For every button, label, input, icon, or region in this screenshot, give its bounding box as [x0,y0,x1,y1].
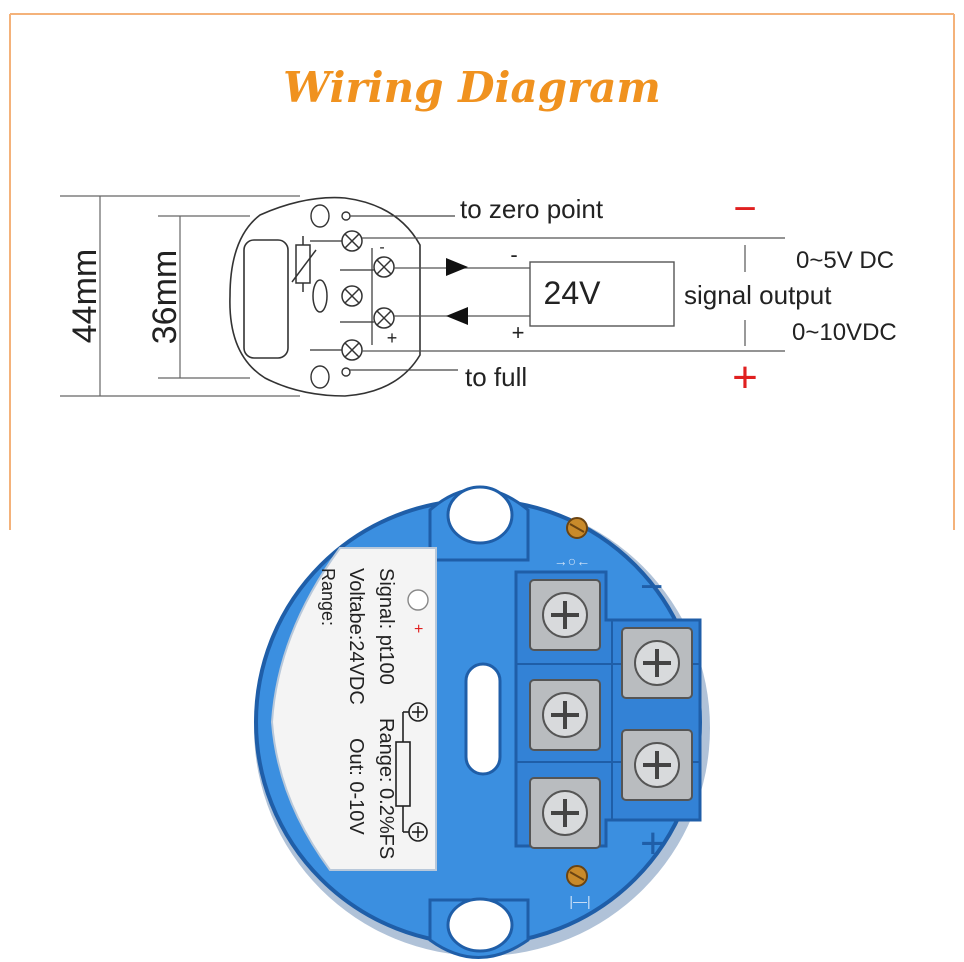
supply-minus-label: - [510,242,517,267]
terminal-minus-label: - [379,239,384,256]
supply-plus-label: + [512,320,525,345]
module-range-text: Range: [318,568,338,626]
range-5v-label: 0~5V DC [796,247,894,274]
terminal-screw-icon [529,579,693,849]
range-10v-label: 0~10VDC [792,319,897,346]
dimension-36mm-label: 36mm [146,250,184,344]
module-plus-mark: + [414,621,423,638]
internal-wiring [310,240,374,351]
signal-output-label: signal output [684,280,832,310]
module-minus-mark: − [640,565,663,609]
resistor-icon [291,236,317,292]
diagram-title: Wiring Diagram [283,63,661,112]
diagram-frame [9,13,955,530]
output-minus-label: − [733,187,756,231]
module-output-text: Out: 0-10V [345,738,367,835]
module-outline [229,196,421,397]
dimension-44mm-label: 44mm [66,249,104,343]
full-label: to full [465,362,527,392]
supply-label: 24V [544,275,602,311]
dimension-44mm [60,195,300,397]
diode-arrow-icon [446,258,468,325]
module-photo: + Signal: pt100 Range: 0.2%FS Voltabe:24… [254,485,710,959]
output-plus-label: + [732,353,758,402]
zero-point-label: to zero point [460,194,604,224]
adjust-screw-icon [310,204,351,389]
adjust-top-mark: →○← [554,553,590,569]
screw-terminal-icon [341,230,395,361]
module-plus-mark-bottom: + [640,819,666,868]
terminal-plus-label: + [387,328,398,348]
module-resistor-icon [395,702,428,842]
mounting-slot [312,279,328,313]
dimension-36mm [158,215,250,379]
module-signal-text: Signal: pt100 [375,568,397,685]
module-voltage-text: Voltabe:24VDC [345,568,367,705]
adjust-bottom-mark: |—| [569,893,590,909]
supply-box [529,261,675,327]
leader-lines [350,215,458,371]
module-accuracy-text: Range: 0.2%FS [375,718,397,859]
